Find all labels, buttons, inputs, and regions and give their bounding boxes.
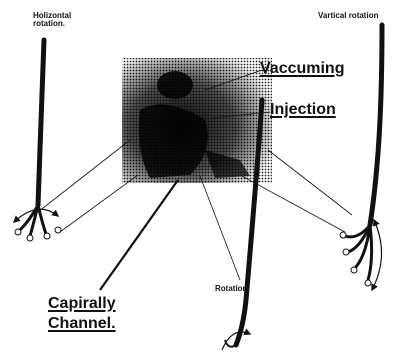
vaccuming-label: Vaccuming	[260, 61, 344, 78]
horizontal-rotation-label: Holizontal rotation.	[33, 12, 71, 29]
right-manipulator	[340, 25, 382, 290]
injection-label: Injection	[270, 102, 336, 119]
left-manipulator	[14, 40, 61, 241]
vertical-rotation-label: Vartical rotation	[318, 12, 378, 20]
rotation-label: Rotation	[215, 285, 247, 293]
capillary-channel-label: Capirally Channel.	[48, 294, 116, 334]
microscope-photo	[122, 58, 272, 183]
